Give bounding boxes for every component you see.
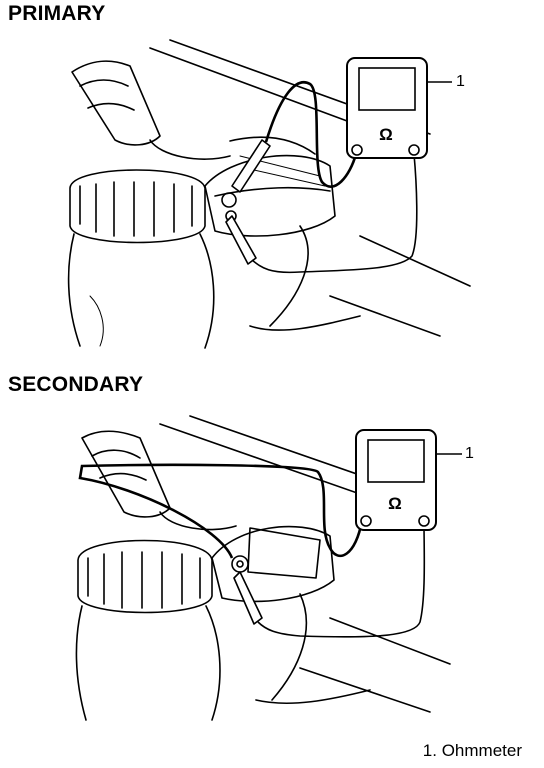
primary-heading: PRIMARY xyxy=(8,2,106,25)
frame-tube xyxy=(329,295,441,337)
test-lead-positive xyxy=(264,81,358,188)
hose-band xyxy=(91,449,141,459)
reservoir xyxy=(67,169,215,349)
reservoir xyxy=(75,539,221,721)
callout-number: 1 xyxy=(456,73,465,90)
test-lead-negative xyxy=(251,153,418,274)
secondary-test-diagram: Ω 1 xyxy=(75,415,474,721)
hose xyxy=(71,60,161,146)
ignition-coil xyxy=(159,511,371,705)
ohm-symbol: Ω xyxy=(379,125,393,144)
callout-number: 1 xyxy=(465,445,474,462)
frame-tube xyxy=(299,667,431,713)
test-lead-negative xyxy=(257,523,426,638)
frame-tube xyxy=(329,617,451,665)
ohm-symbol: Ω xyxy=(388,494,402,513)
test-lead-positive xyxy=(78,463,364,559)
legend-ohmmeter: 1. Ohmmeter xyxy=(422,741,522,760)
ohmmeter: Ω xyxy=(355,429,437,531)
terminal xyxy=(231,555,249,573)
terminal xyxy=(236,560,244,568)
ohmmeter: Ω xyxy=(346,57,428,159)
probe-clip xyxy=(225,215,257,265)
hose-band xyxy=(79,79,129,87)
secondary-heading: SECONDARY xyxy=(8,373,144,396)
frame-tube xyxy=(359,235,471,287)
primary-test-diagram: Ω 1 xyxy=(67,39,471,349)
hose-band xyxy=(87,102,135,111)
probe-clip xyxy=(233,571,263,625)
hose-band xyxy=(99,472,147,481)
probe-clip xyxy=(231,139,271,193)
terminal xyxy=(221,192,237,208)
